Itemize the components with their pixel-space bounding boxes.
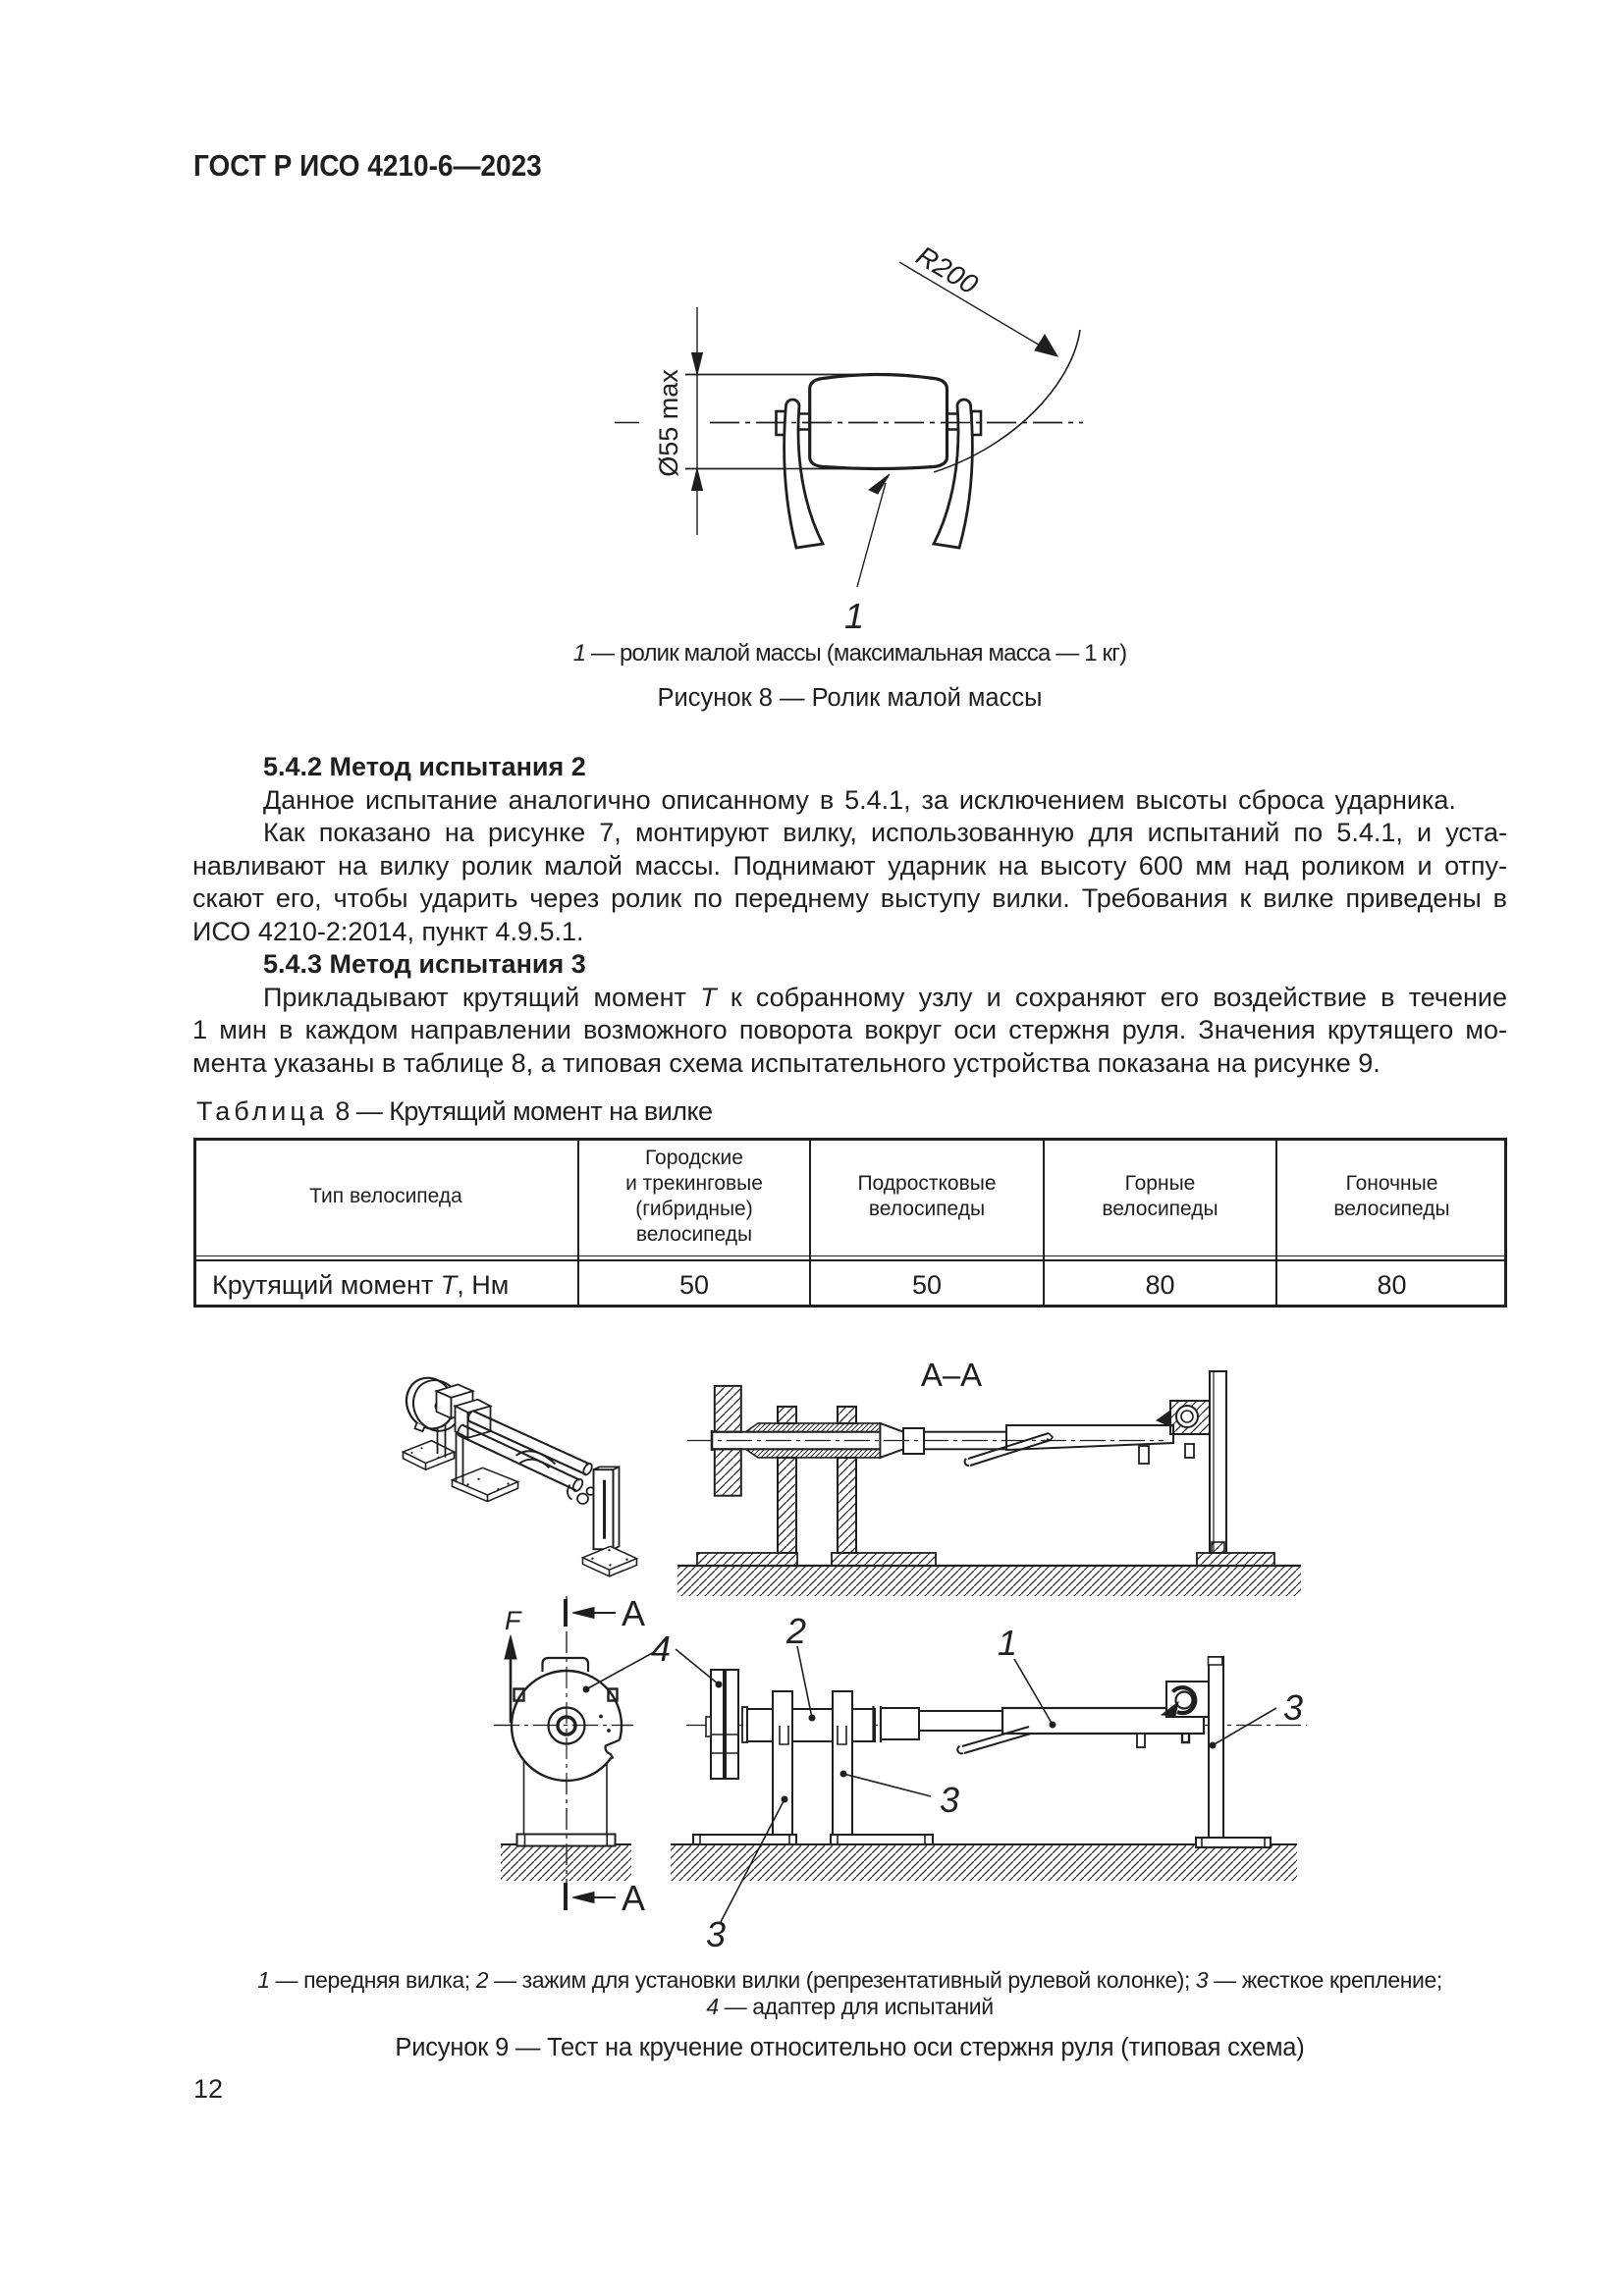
svg-text:F: F: [505, 1606, 522, 1635]
svg-text:Ø55 max: Ø55 max: [654, 369, 683, 477]
svg-text:1: 1: [998, 1623, 1017, 1663]
svg-text:3: 3: [1283, 1687, 1303, 1728]
svg-text:3: 3: [940, 1780, 959, 1820]
svg-text:3: 3: [706, 1914, 726, 1954]
svg-text:4: 4: [651, 1629, 671, 1669]
svg-text:2: 2: [785, 1611, 806, 1651]
svg-text:A: A: [622, 1878, 645, 1918]
svg-text:A: A: [622, 1593, 645, 1633]
svg-text:1: 1: [844, 596, 864, 636]
svg-text:А–А: А–А: [921, 1357, 982, 1393]
